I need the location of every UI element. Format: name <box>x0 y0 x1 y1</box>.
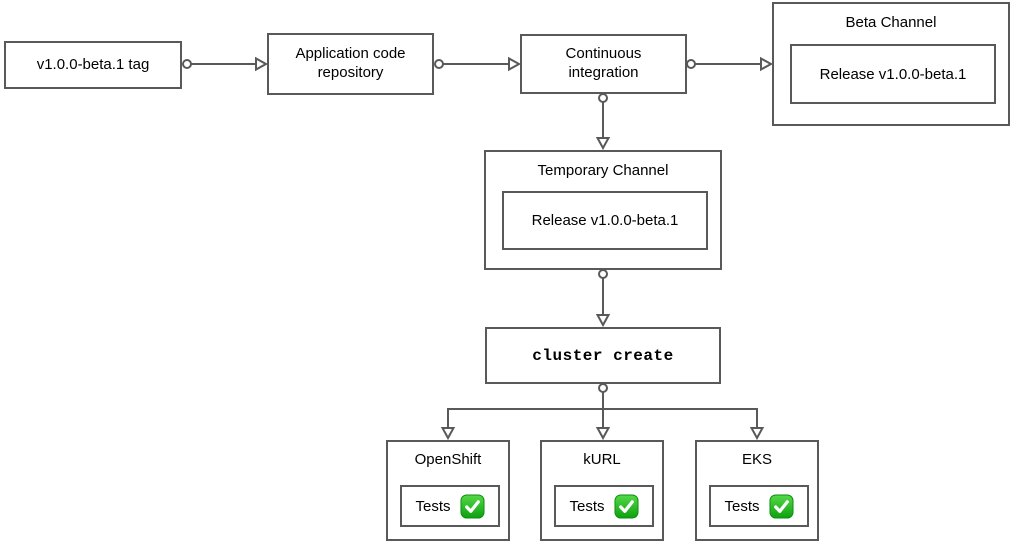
check-mark-icon <box>459 493 485 519</box>
group-eks: EKS Tests <box>695 440 819 541</box>
connector-source-dot <box>182 59 192 69</box>
kurl-tests-label: Tests <box>569 497 605 515</box>
check-mark-icon <box>613 493 639 519</box>
group-kurl-title: kURL <box>583 451 621 468</box>
arrowhead-down <box>595 137 611 151</box>
eks-tests-label: Tests <box>724 497 760 515</box>
connector-source-dot <box>598 383 608 393</box>
group-beta-channel: Beta Channel Release v1.0.0-beta.1 <box>772 2 1010 126</box>
arrowhead-right <box>508 56 522 72</box>
node-app-code-repository-label: Application code repository <box>295 45 406 81</box>
node-cluster-create: cluster create <box>485 327 721 384</box>
node-version-tag-label: v1.0.0-beta.1 tag <box>36 55 150 73</box>
node-temporary-release-label: Release v1.0.0-beta.1 <box>531 212 679 229</box>
node-cluster-create-label: cluster create <box>532 346 674 365</box>
group-temporary-channel-title: Temporary Channel <box>537 162 669 179</box>
check-mark-icon <box>768 493 794 519</box>
node-eks-tests: Tests <box>709 485 809 527</box>
node-continuous-integration-label: Continuous integration <box>565 45 642 81</box>
connector-source-dot <box>686 59 696 69</box>
connector-source-dot <box>598 269 608 279</box>
group-kurl: kURL Tests <box>540 440 664 541</box>
group-temporary-channel: Temporary Channel Release v1.0.0-beta.1 <box>484 150 722 270</box>
node-app-code-repository: Application code repository <box>267 33 434 95</box>
arrowhead-right <box>760 56 774 72</box>
arrowhead-down <box>595 427 611 441</box>
arrowhead-down <box>595 314 611 328</box>
node-temporary-release: Release v1.0.0-beta.1 <box>502 191 708 250</box>
node-continuous-integration: Continuous integration <box>520 34 687 94</box>
arrowhead-down <box>749 427 765 441</box>
group-openshift-title: OpenShift <box>414 451 482 468</box>
group-eks-title: EKS <box>741 451 772 468</box>
group-openshift: OpenShift Tests <box>386 440 510 541</box>
arrowhead-down <box>440 427 456 441</box>
node-kurl-tests: Tests <box>554 485 654 527</box>
openshift-tests-label: Tests <box>415 497 451 515</box>
node-openshift-tests: Tests <box>400 485 500 527</box>
node-beta-release: Release v1.0.0-beta.1 <box>790 44 996 104</box>
arrowhead-right <box>255 56 269 72</box>
connector-branch-rail <box>447 408 758 428</box>
connector-source-dot <box>598 93 608 103</box>
group-beta-channel-title: Beta Channel <box>845 14 937 31</box>
node-beta-release-label: Release v1.0.0-beta.1 <box>819 65 967 83</box>
connector-source-dot <box>434 59 444 69</box>
node-version-tag: v1.0.0-beta.1 tag <box>4 41 182 89</box>
